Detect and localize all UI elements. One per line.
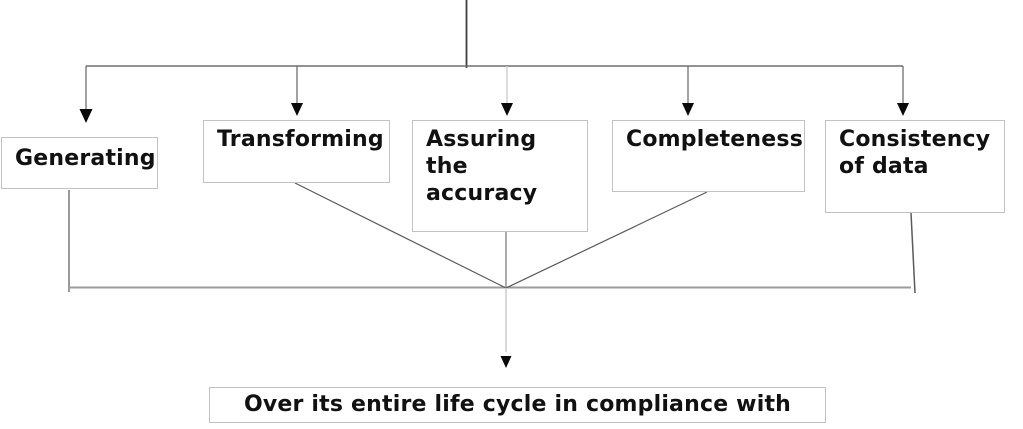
node-transforming: Transforming — [203, 120, 390, 183]
edge-consistency-down — [910, 212, 916, 294]
node-consistency-of-data: Consistency of data — [825, 120, 1005, 213]
arrowhead-assuring — [501, 103, 513, 116]
node-assuring-the-accuracy: Assuring the accuracy — [412, 120, 588, 232]
node-completeness-label: Completeness — [626, 127, 804, 152]
node-completeness: Completeness — [612, 120, 805, 192]
arrowhead-completeness — [682, 103, 694, 116]
node-generating-label: Generating — [15, 146, 156, 171]
node-assuring-label: Assuring the accuracy — [426, 127, 538, 206]
node-consistency-label: Consistency of data — [839, 127, 991, 179]
arrowhead-generating — [79, 109, 93, 123]
edge-completeness-diagonal — [505, 191, 708, 289]
node-generating: Generating — [1, 137, 158, 189]
edge-transforming-diagonal — [294, 182, 507, 289]
node-lifecycle-compliance-label: Over its entire life cycle in compliance… — [243, 392, 792, 417]
arrowhead-consistency — [897, 103, 909, 116]
node-lifecycle-compliance: Over its entire life cycle in compliance… — [209, 387, 826, 423]
arrowhead-bottom — [500, 356, 512, 368]
arrowhead-transforming — [291, 103, 303, 116]
node-transforming-label: Transforming — [217, 127, 384, 152]
